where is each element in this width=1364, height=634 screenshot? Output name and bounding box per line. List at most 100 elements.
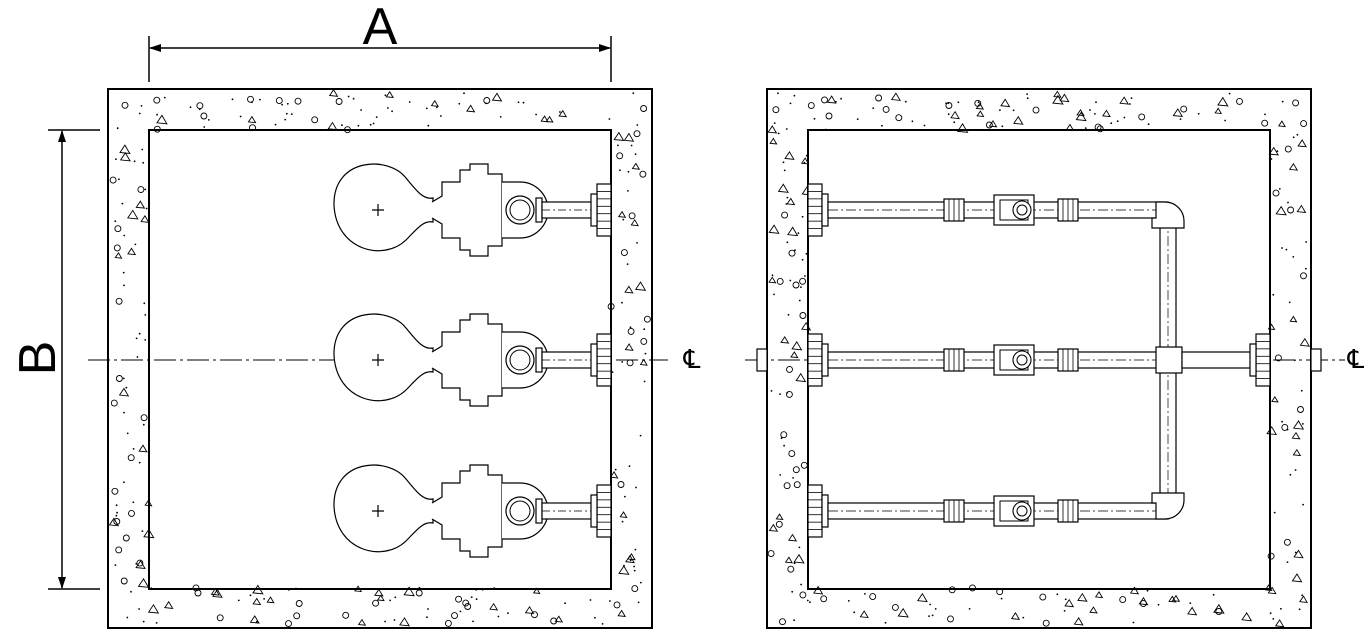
aggregate-pebble <box>113 244 121 252</box>
aggregate-stone <box>1094 591 1104 599</box>
flange-collar <box>821 494 829 528</box>
aggregate-dot <box>114 564 117 566</box>
aggregate-pebble <box>807 102 815 110</box>
aggregate-stone <box>1168 595 1177 603</box>
dimension-b-label: B <box>9 341 67 376</box>
check-valve-hub <box>1016 204 1028 216</box>
check-valve-disc <box>1012 200 1032 220</box>
aggregate-dot <box>123 481 125 484</box>
aggregate-stone <box>784 556 794 564</box>
aggregate-pebble <box>948 586 956 594</box>
aggregate-dot <box>144 339 147 341</box>
aggregate-dot <box>231 98 234 101</box>
aggregate-pebble <box>825 112 833 120</box>
check-valve-hub <box>1016 354 1028 366</box>
aggregate-dot <box>393 619 396 621</box>
pump-center-mark <box>372 354 384 366</box>
aggregate-dot <box>1305 241 1307 243</box>
pipe-flange <box>535 197 543 223</box>
aggregate-dot <box>249 594 252 597</box>
flange-collar <box>1249 343 1257 377</box>
aggregate-dot <box>824 128 827 131</box>
aggregate-dot <box>369 123 372 126</box>
aggregate-dot <box>1276 150 1279 153</box>
aggregate-pebble <box>1039 593 1047 601</box>
aggregate-dot <box>1272 293 1275 296</box>
aggregate-dot <box>126 432 129 435</box>
pump-center-mark <box>372 505 384 517</box>
aggregate-dot <box>189 106 192 109</box>
left-plan-view: A B ℄ <box>9 0 701 629</box>
aggregate-stone <box>1171 594 1181 602</box>
aggregate-stone <box>624 285 634 294</box>
right-wall-sleeve <box>1310 348 1322 372</box>
aggregate-dot <box>624 495 626 498</box>
dimension-a: A <box>148 0 612 82</box>
aggregate-dot <box>1273 511 1276 514</box>
aggregate-dot <box>594 616 596 619</box>
aggregate-dot <box>1129 103 1131 105</box>
aggregate-pebble <box>1274 354 1282 362</box>
aggregate-stone <box>1217 96 1229 107</box>
aggregate-pebble <box>122 534 130 542</box>
aggregate-dot <box>115 158 117 161</box>
aggregate-pebble <box>788 450 796 458</box>
aggregate-dot <box>499 116 502 118</box>
aggregate-dot <box>481 588 484 591</box>
aggregate-dot <box>621 361 624 363</box>
pump-2 <box>333 313 612 407</box>
aggregate-pebble <box>1119 596 1127 604</box>
aggregate-dot <box>418 586 421 589</box>
flange-collar <box>821 193 829 227</box>
pump-motor <box>431 313 503 407</box>
aggregate-dot <box>122 271 125 274</box>
aggregate-stone <box>247 115 257 124</box>
aggregate-stone <box>859 610 869 619</box>
aggregate-stone <box>787 533 798 542</box>
aggregate-stone <box>787 226 799 237</box>
aggregate-stone <box>554 615 564 623</box>
aggregate-stone <box>1296 204 1307 214</box>
aggregate-pebble <box>799 277 807 285</box>
aggregate-dot <box>126 616 129 619</box>
aggregate-dot <box>1146 589 1149 592</box>
pump-center-mark <box>372 204 384 216</box>
check-valve-disc <box>1012 350 1032 370</box>
aggregate-dot <box>130 590 132 593</box>
aggregate-pebble <box>947 615 954 623</box>
aggregate-dot <box>1281 247 1283 249</box>
aggregate-dot <box>771 274 774 277</box>
aggregate-dot <box>144 314 147 316</box>
aggregate-dot <box>1012 109 1015 112</box>
aggregate-pebble <box>127 454 135 462</box>
aggregate-pebble <box>783 482 791 490</box>
aggregate-pebble <box>293 612 301 620</box>
aggregate-stone <box>1289 315 1298 323</box>
dimension-b: B <box>9 129 100 590</box>
aggregate-stone <box>558 109 568 118</box>
aggregate-dot <box>122 377 125 380</box>
aggregate-dot <box>777 92 779 95</box>
aggregate-pebble <box>1215 608 1223 615</box>
aggregate-dot <box>1289 473 1292 476</box>
aggregate-stone <box>399 617 411 627</box>
aggregate-stone <box>252 597 262 606</box>
aggregate-stone <box>1241 612 1253 622</box>
aggregate-stone <box>127 247 137 256</box>
aggregate-dot <box>806 599 809 602</box>
aggregate-dot <box>904 100 907 103</box>
aggregate-dot <box>856 118 859 120</box>
aggregate-dot <box>636 242 638 244</box>
aggregate-dot <box>1302 503 1304 506</box>
aggregate-dot <box>436 106 438 109</box>
aggregate-dot <box>290 113 293 115</box>
aggregate-pebble <box>875 94 883 102</box>
aggregate-dot <box>259 98 261 101</box>
aggregate-dot <box>797 232 800 235</box>
aggregate-dot <box>1292 136 1295 139</box>
aggregate-stone <box>1075 111 1087 122</box>
aggregate-pebble <box>891 603 899 611</box>
aggregate-stone <box>354 585 363 593</box>
flange-collar <box>590 343 598 377</box>
aggregate-dot <box>793 562 796 565</box>
